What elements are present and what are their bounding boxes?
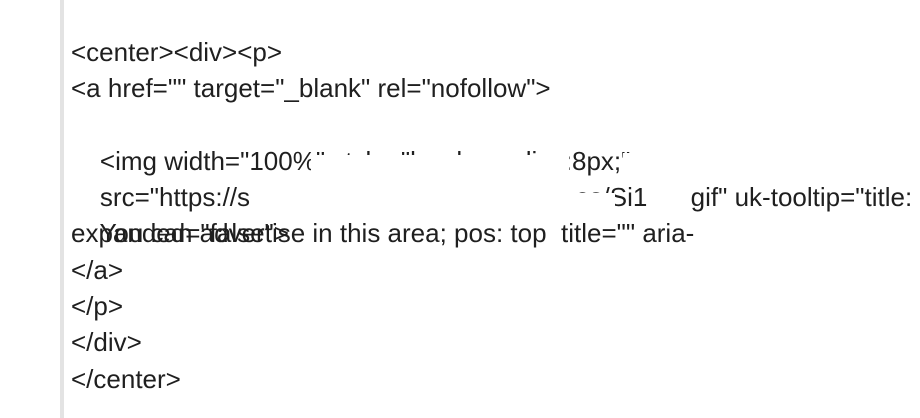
code-line-10: </center> [71, 363, 181, 394]
code-line-8: </p> [71, 291, 124, 322]
redaction-mask [623, 152, 679, 179]
code-editor[interactable]: <center><div><p> <a href="" target="_bla… [71, 34, 916, 414]
code-line-5-text: You can advertise in this area; pos: top… [99, 218, 695, 249]
code-line-6: expanded="false"> [71, 218, 289, 249]
editor-gutter [0, 0, 60, 418]
code-line-7: </a> [71, 254, 124, 285]
redaction-mask [549, 193, 615, 220]
code-line-5: You can advertise in this area; pos: top… [71, 179, 916, 248]
code-line-1: <center><div><p> [71, 37, 283, 67]
code-line-3: <img width="100%" stvle="border-radius:8… [71, 107, 916, 176]
redaction-mask [321, 108, 377, 119]
code-line-9: </div> [71, 327, 142, 358]
code-line-4: src="https://s es/Si1 gif" uk-tooltip="t… [71, 143, 916, 212]
redaction-mask [311, 154, 569, 181]
gutter-divider [60, 0, 64, 418]
code-line-2: <a href="" target="_blank" rel="nofollow… [71, 73, 551, 104]
